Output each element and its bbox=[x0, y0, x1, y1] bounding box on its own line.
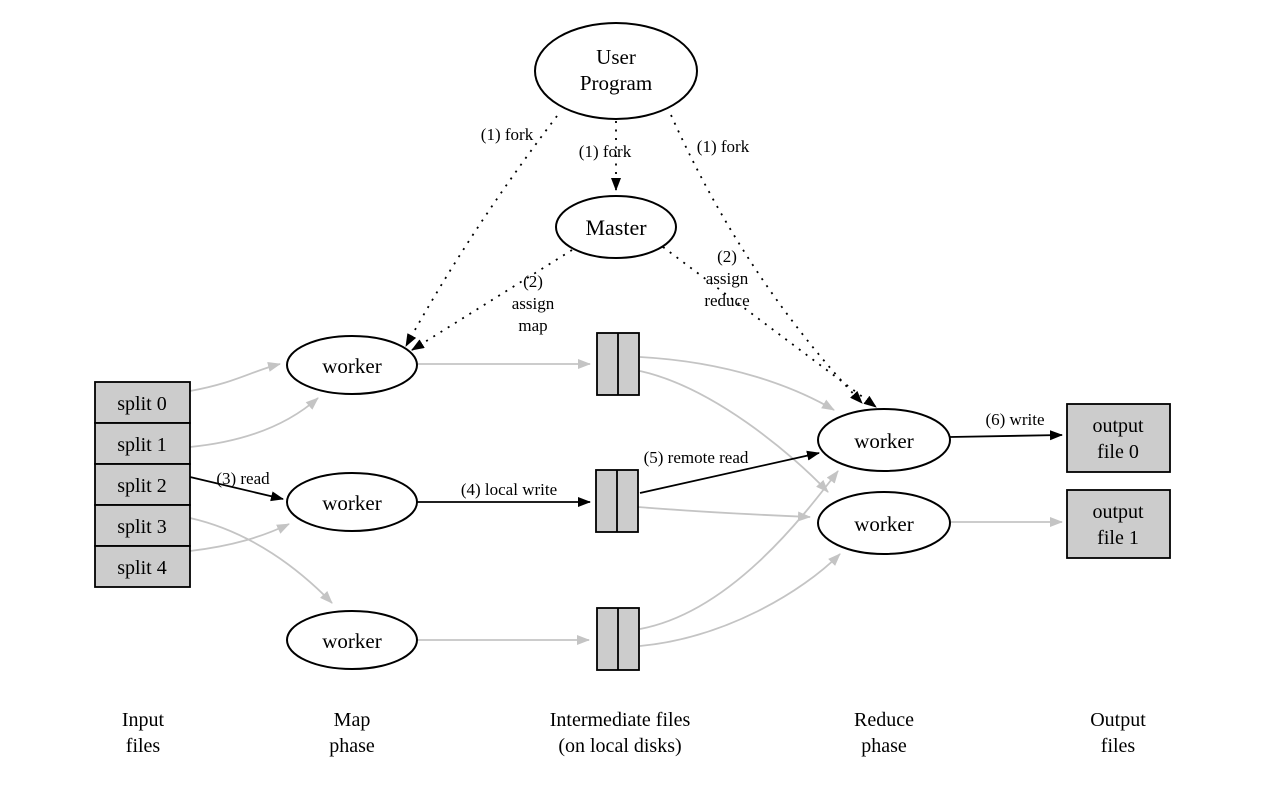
edge-remote-read-intermediate2-to-reduce-worker1 bbox=[639, 450, 820, 494]
split4-box bbox=[94, 545, 191, 588]
user-program-node: User Program bbox=[534, 22, 698, 120]
map-worker-2: worker bbox=[286, 472, 418, 532]
output-file-1: output file 1 bbox=[1066, 489, 1171, 559]
split1-label: split 1 bbox=[117, 434, 166, 456]
edge-assign-map-master-to-map-worker1 bbox=[411, 249, 573, 351]
black-edges bbox=[189, 430, 1063, 507]
edge-intermediate3-to-reduce-worker2 bbox=[639, 553, 841, 647]
caption-output-files-line2: files bbox=[1101, 735, 1136, 757]
split0-label: split 0 bbox=[117, 393, 166, 415]
phase-captions: Input files Map phase Intermediate files… bbox=[122, 709, 1146, 757]
caption-reduce-phase-line2: phase bbox=[861, 735, 907, 757]
master-label: Master bbox=[585, 215, 647, 240]
split2-label: split 2 bbox=[117, 475, 166, 497]
master-ellipse bbox=[555, 195, 677, 259]
caption-intermediate-line2: (on local disks) bbox=[558, 735, 681, 757]
edge-split3-to-map-worker3 bbox=[189, 517, 333, 604]
map-worker1-label: worker bbox=[322, 354, 381, 378]
assign-reduce-label-line3: reduce bbox=[704, 291, 749, 310]
edge-labels: (1) fork (1) fork (1) fork (2) assign ma… bbox=[216, 125, 1044, 499]
reduce-worker2-ellipse bbox=[817, 491, 951, 555]
output-file0-box bbox=[1066, 403, 1171, 473]
assign-map-label-line3: map bbox=[518, 316, 547, 335]
user-program-ellipse bbox=[534, 22, 698, 120]
edge-split1-to-map-worker1 bbox=[189, 397, 319, 448]
split2-box bbox=[94, 463, 191, 506]
caption-map-phase-line1: Map bbox=[334, 709, 371, 731]
caption-intermediate-line1: Intermediate files bbox=[550, 709, 691, 731]
split4-label: split 4 bbox=[117, 557, 166, 579]
map-worker2-ellipse bbox=[286, 472, 418, 532]
remote-read-label: (5) remote read bbox=[644, 448, 749, 467]
gray-edges bbox=[189, 356, 1063, 647]
user-program-label-line1: User bbox=[596, 45, 636, 69]
map-worker1-ellipse bbox=[286, 335, 418, 395]
caption-input-files-line2: files bbox=[126, 735, 161, 757]
caption-output-files-line1: Output bbox=[1090, 709, 1146, 731]
caption-reduce-phase-line1: Reduce bbox=[854, 709, 914, 731]
split0-box bbox=[94, 381, 191, 424]
map-worker-3: worker bbox=[286, 610, 418, 670]
output-file-0: output file 0 bbox=[1066, 403, 1171, 473]
output-file0-label-line1: output bbox=[1092, 415, 1144, 437]
reduce-worker1-ellipse bbox=[817, 408, 951, 472]
fork-center-label: (1) fork bbox=[579, 142, 632, 161]
reduce-worker-1: worker bbox=[817, 408, 951, 472]
intermediate-file-3-icon bbox=[596, 607, 640, 671]
reduce-worker1-label: worker bbox=[854, 429, 913, 453]
map-worker2-label: worker bbox=[322, 491, 381, 515]
read-label: (3) read bbox=[216, 469, 270, 488]
edge-intermediate3-to-reduce-worker1 bbox=[639, 470, 839, 630]
assign-map-label-line2: assign bbox=[512, 294, 555, 313]
output-file1-box bbox=[1066, 489, 1171, 559]
caption-map-phase-line2: phase bbox=[329, 735, 375, 757]
caption-input-files-line1: Input bbox=[122, 709, 165, 731]
assign-map-label-line1: (2) bbox=[523, 272, 543, 291]
assign-reduce-label-line2: assign bbox=[706, 269, 749, 288]
edge-assign-reduce-master-to-reduce-worker1 bbox=[662, 246, 877, 408]
local-write-label: (4) local write bbox=[461, 480, 557, 499]
write-label: (6) write bbox=[985, 410, 1044, 429]
split3-label: split 3 bbox=[117, 516, 166, 538]
edge-intermediate2-to-reduce-worker2 bbox=[637, 506, 811, 522]
edge-read-split2-to-map-worker2 bbox=[189, 476, 284, 502]
user-program-label-line2: Program bbox=[580, 71, 652, 95]
fork-right-label: (1) fork bbox=[697, 137, 750, 156]
map-worker3-label: worker bbox=[322, 629, 381, 653]
output-file1-label-line2: file 1 bbox=[1097, 527, 1139, 549]
fork-left-label: (1) fork bbox=[481, 125, 534, 144]
edge-intermediate1-to-reduce-worker1 bbox=[639, 356, 835, 411]
master-node: Master bbox=[555, 195, 677, 259]
map-worker-1: worker bbox=[286, 335, 418, 395]
reduce-worker2-label: worker bbox=[854, 512, 913, 536]
map-worker3-ellipse bbox=[286, 610, 418, 670]
input-splits: split 0 split 1 split 2 split 3 split 4 bbox=[94, 381, 191, 588]
output-file1-label-line1: output bbox=[1092, 501, 1144, 523]
split3-box bbox=[94, 504, 191, 547]
assign-reduce-label-line1: (2) bbox=[717, 247, 737, 266]
intermediate-file-1-icon bbox=[596, 332, 640, 396]
edge-intermediate1-to-reduce-worker2 bbox=[639, 370, 829, 493]
edge-write-reduce-worker1-to-output-file0 bbox=[949, 430, 1063, 441]
edge-split4-to-map-worker2 bbox=[189, 523, 290, 552]
intermediate-file-2-icon bbox=[595, 469, 639, 533]
output-file0-label-line2: file 0 bbox=[1097, 441, 1139, 463]
edge-split0-to-map-worker1 bbox=[189, 362, 281, 392]
edge-fork-user-program-to-reduce-worker1 bbox=[670, 114, 863, 404]
dotted-edges bbox=[405, 114, 877, 408]
reduce-worker-2: worker bbox=[817, 491, 951, 555]
